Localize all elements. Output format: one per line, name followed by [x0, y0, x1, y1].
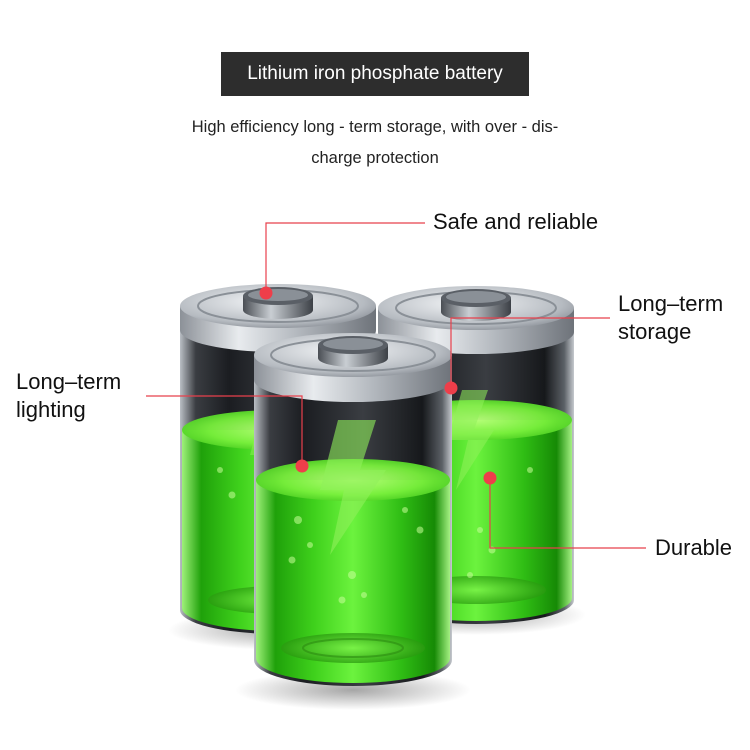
callout-dot-storage	[444, 381, 458, 395]
callout-safe-reliable: Safe and reliable	[433, 209, 599, 234]
lightning-bolt-icon	[320, 420, 386, 555]
callout-long-term-lighting: Long–term lighting	[16, 368, 121, 424]
page-title: Lithium iron phosphate battery	[221, 52, 529, 96]
lightning-bolt-icon	[448, 390, 494, 490]
callout-lighting-line-1: Long–term	[16, 369, 122, 394]
callout-lines	[146, 222, 646, 549]
battery-front	[217, 333, 533, 710]
callout-storage-line-1: Long–term	[618, 291, 724, 316]
subtitle-line-1: High efficiency long - term storage, wit…	[191, 118, 559, 136]
callout-dots	[259, 286, 497, 485]
callout-durable: Durable	[655, 535, 733, 560]
page-subtitle: High efficiency long - term storage, wit…	[150, 112, 600, 174]
callout-dot-safe	[259, 286, 273, 300]
callout-lighting-line-2: lighting	[16, 397, 86, 422]
callout-dot-lighting	[295, 459, 309, 473]
callout-long-term-storage: Long–term storage	[618, 290, 723, 346]
callout-storage-line-2: storage	[618, 319, 692, 344]
subtitle-line-2: charge protection	[311, 149, 439, 167]
callout-dot-durable	[483, 471, 497, 485]
